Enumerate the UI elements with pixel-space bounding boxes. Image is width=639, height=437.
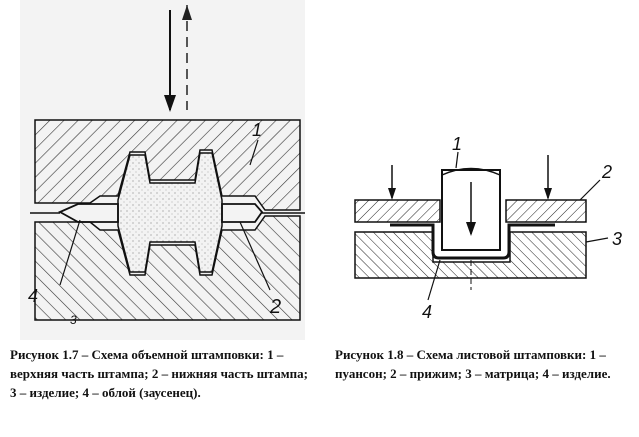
callout-4: 4 (422, 302, 432, 322)
leader-4 (59, 219, 81, 286)
leader-2 (579, 179, 601, 201)
leader-4 (427, 259, 441, 301)
force-arrow (164, 5, 192, 112)
blank-holder-right (505, 199, 587, 223)
figure-1-8-sheet-stamping: 1 2 3 4 (330, 110, 639, 340)
caption-title: Рисунок 1.8 – Схема листовой штамповки: (335, 347, 587, 362)
callout-1: 1 (452, 134, 462, 154)
figure-1-8-caption: Рисунок 1.8 – Схема листовой штамповки: … (335, 345, 635, 383)
volume-stamping-diagram: 1 2 4 3 (20, 0, 305, 340)
leader-1 (455, 151, 459, 169)
holder-arrow-head-right (544, 188, 552, 200)
sheet-stamping-diagram: 1 2 3 4 (354, 134, 622, 322)
callout-4: 4 (28, 286, 38, 306)
blank-holder-left (354, 199, 441, 223)
figure-1-7-volume-stamping: 1 2 4 3 (0, 0, 310, 340)
punch-break-line (441, 167, 501, 176)
callout-2: 2 (269, 296, 281, 318)
leader-1 (249, 139, 259, 166)
leader-3 (585, 237, 609, 243)
callout-3: 3 (612, 229, 622, 249)
caption-body: 1 – пуансон; 2 – прижим; 3 – матрица; 4 … (335, 347, 611, 381)
leader-2 (239, 221, 271, 291)
holder-arrow-head-left (388, 188, 396, 200)
flash-right (221, 203, 264, 223)
caption-body: 1 – верхняя часть штампа; 2 – нижняя час… (10, 347, 308, 400)
workpiece (117, 152, 223, 273)
sheet-product (390, 223, 555, 260)
callout-2: 2 (601, 162, 612, 182)
stray-mark: 3 (70, 313, 77, 327)
caption-title: Рисунок 1.7 – Схема объемной штамповки: (10, 347, 264, 362)
flash-left (57, 203, 119, 223)
punch-arrow-head (466, 222, 476, 236)
figure-1-7-caption: Рисунок 1.7 – Схема объемной штамповки: … (10, 345, 310, 402)
callout-1: 1 (252, 120, 262, 140)
lower-die (34, 215, 301, 321)
